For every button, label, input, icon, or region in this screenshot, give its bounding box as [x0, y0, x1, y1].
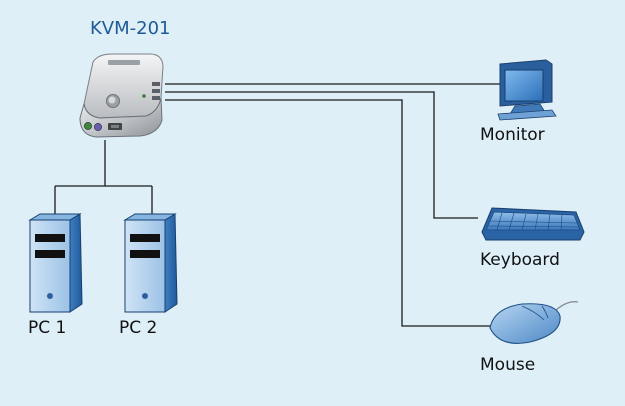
pc1-label: PC 1: [28, 318, 67, 338]
pc-tower-icon: [28, 213, 83, 313]
cables: [54, 83, 500, 327]
mouse-label: Mouse: [480, 355, 536, 375]
keyboard-icon: [481, 207, 585, 241]
keyboard-label: Keyboard: [480, 250, 560, 270]
pc-cable: [54, 140, 153, 214]
mouse-cable: [165, 99, 492, 327]
pc-tower-icon: [123, 213, 178, 313]
monitor-label: Monitor: [480, 125, 545, 145]
kvm-title: KVM-201: [90, 18, 171, 39]
keyboard-cable: [165, 91, 478, 219]
kvm-switch-icon: [79, 53, 164, 138]
monitor-icon: [497, 59, 557, 121]
mouse-icon: [489, 300, 579, 344]
pc2-label: PC 2: [119, 318, 158, 338]
